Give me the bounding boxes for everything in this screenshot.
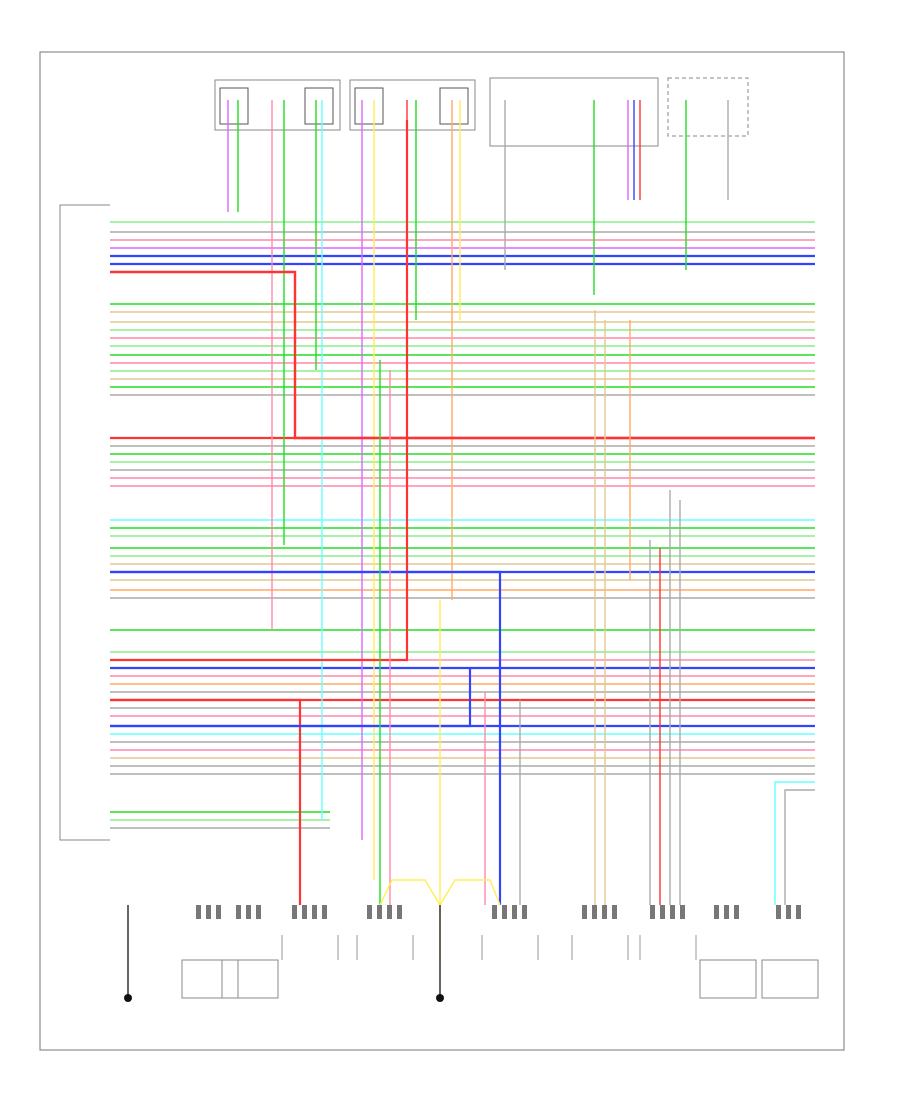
component-4-pin xyxy=(292,905,297,919)
component-4-bracket xyxy=(281,935,339,960)
ground-center xyxy=(436,905,444,1002)
component-8-bracket xyxy=(571,935,629,960)
component-11-pin xyxy=(786,905,791,919)
top-relay-box xyxy=(667,77,749,137)
wire-gray-lower xyxy=(784,789,815,905)
sensor-box-1-pin xyxy=(206,905,211,919)
sensor-box-1-pin xyxy=(196,905,201,919)
top-module-rect xyxy=(489,77,659,147)
component-9-pin xyxy=(670,905,675,919)
component-9-pin xyxy=(680,905,685,919)
top-sensor-right-plug xyxy=(354,87,384,125)
wire-blue-bottom xyxy=(110,570,502,905)
component-4-pin xyxy=(302,905,307,919)
top-module-box xyxy=(489,77,659,147)
component-4-pin xyxy=(322,905,327,919)
diagram-border xyxy=(39,51,845,1051)
component-11 xyxy=(761,905,819,999)
wire-yel-loop xyxy=(379,879,441,906)
wire-yel-loop-2 xyxy=(439,879,501,906)
sensor-box-2-box xyxy=(221,959,279,999)
wire-red-main-path xyxy=(110,270,815,440)
sensor-box-1 xyxy=(181,905,239,999)
sensor-box-2-pin xyxy=(256,905,261,919)
component-5-bracket xyxy=(356,935,414,960)
ground-left xyxy=(124,905,132,1002)
top-sensor-right-plug2 xyxy=(439,87,469,125)
component-8 xyxy=(571,905,629,960)
component-10-pin xyxy=(724,905,729,919)
wire-group xyxy=(110,100,815,960)
ecm-bracket xyxy=(59,204,110,841)
component-5 xyxy=(356,905,414,960)
ground-center-icon xyxy=(436,994,444,1002)
component-7-bracket xyxy=(481,935,539,960)
top-sensor-left-plug xyxy=(219,87,249,125)
component-4-pin xyxy=(312,905,317,919)
sensor-box-2-pin xyxy=(246,905,251,919)
component-7-pin xyxy=(502,905,507,919)
component-9-bracket xyxy=(639,935,697,960)
component-8-pin xyxy=(612,905,617,919)
component-10 xyxy=(699,905,757,999)
component-5-pin xyxy=(367,905,372,919)
sensor-box-1-box xyxy=(181,959,239,999)
top-sensor-left xyxy=(214,79,341,131)
component-4 xyxy=(281,905,339,960)
top-sensor-right-box xyxy=(349,79,476,131)
component-11-pin xyxy=(776,905,781,919)
sensor-box-2 xyxy=(221,905,279,999)
ground-left-icon xyxy=(124,994,132,1002)
component-10-box xyxy=(699,959,757,999)
wire-red-mid xyxy=(110,120,409,662)
component-9-pin xyxy=(650,905,655,919)
component-8-pin xyxy=(592,905,597,919)
component-7-pin xyxy=(492,905,497,919)
wire-ltblue-lower xyxy=(774,781,815,905)
component-10-pin xyxy=(734,905,739,919)
component-11-box xyxy=(761,959,819,999)
component-9 xyxy=(639,905,697,960)
component-5-pin xyxy=(377,905,382,919)
wire-blue-mid xyxy=(110,668,472,728)
top-relay-rect xyxy=(667,77,749,137)
component-9-pin xyxy=(660,905,665,919)
ecm-connector-strip xyxy=(59,204,110,841)
component-5-pin xyxy=(397,905,402,919)
top-sensor-left-plug2 xyxy=(304,87,334,125)
top-sensor-right xyxy=(349,79,476,131)
component-11-pin xyxy=(796,905,801,919)
sensor-box-1-pin xyxy=(216,905,221,919)
component-7-pin xyxy=(522,905,527,919)
component-8-pin xyxy=(582,905,587,919)
component-7-pin xyxy=(512,905,517,919)
component-10-pin xyxy=(714,905,719,919)
component-5-pin xyxy=(387,905,392,919)
component-8-pin xyxy=(602,905,607,919)
component-7 xyxy=(481,905,539,960)
wire-red-bottom xyxy=(110,698,302,905)
top-sensor-left-box xyxy=(214,79,341,131)
bottom-components xyxy=(124,905,819,1002)
sensor-box-2-pin xyxy=(236,905,241,919)
